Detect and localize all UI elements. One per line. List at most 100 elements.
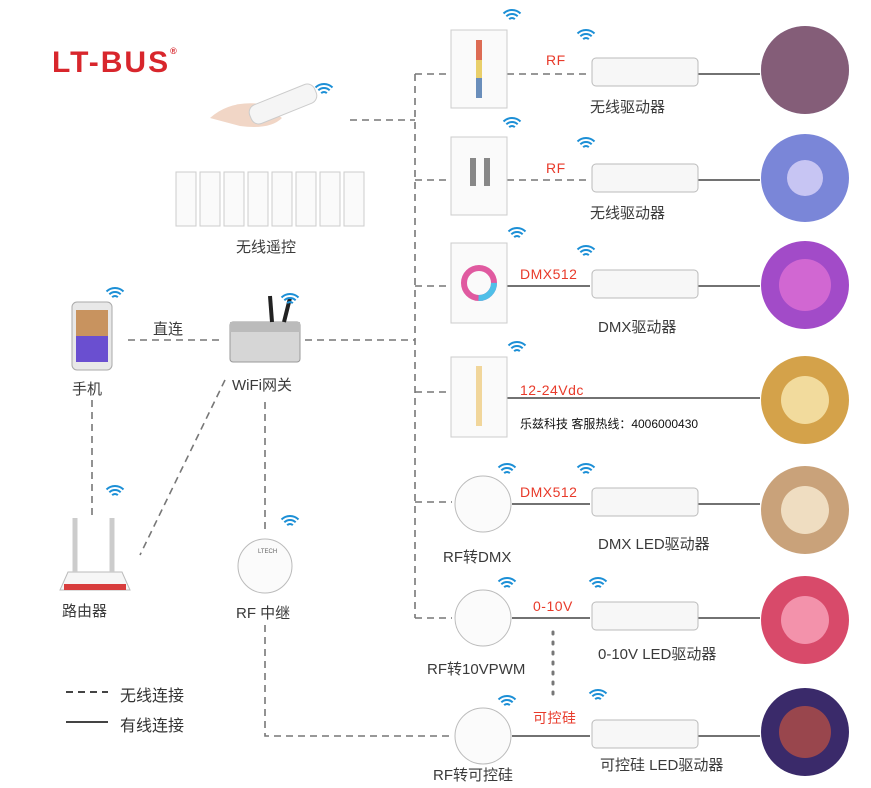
- wifi-arc: [108, 489, 122, 494]
- wifi-icon: [588, 577, 608, 588]
- wifi-arc: [591, 581, 605, 586]
- wifi-arc: [497, 695, 517, 701]
- wifi-icon: [507, 227, 527, 238]
- row3-protocol: DMX512: [520, 266, 578, 282]
- phone-illustration: [71, 301, 113, 371]
- wifi-arc: [505, 121, 519, 126]
- wifi-arc: [576, 29, 596, 35]
- wifi-arc: [314, 83, 334, 89]
- logo-mark: ®: [170, 46, 179, 56]
- wifi-arc: [582, 253, 590, 256]
- router-label: 路由器: [62, 603, 108, 620]
- connection-lines: [91, 73, 760, 737]
- wifi-arc: [510, 345, 524, 350]
- wifi-arc: [280, 293, 300, 299]
- row6-protocol: 0-10V: [533, 598, 573, 614]
- wifi-gateway-illustration: [229, 295, 301, 363]
- wifi-arc: [503, 703, 511, 706]
- row7-driver-label: 可控硅 LED驱动器: [600, 757, 724, 774]
- row2-protocol: RF: [546, 160, 566, 176]
- row1-protocol: RF: [546, 52, 566, 68]
- wifi-arc: [105, 287, 125, 293]
- wifi-arc: [582, 145, 590, 148]
- wifi-arc: [497, 463, 517, 469]
- wifi-arc: [500, 581, 514, 586]
- wifi-arc: [286, 523, 294, 526]
- wifi-arc: [579, 249, 593, 254]
- wifi-arc: [579, 33, 593, 38]
- wifi-arc: [513, 235, 521, 238]
- wifi-arc: [508, 125, 516, 128]
- wifi-icon: [588, 689, 608, 700]
- wifi-arc: [588, 689, 608, 695]
- logo-text: LT-BUS: [52, 46, 171, 79]
- wifi-arc: [500, 699, 514, 704]
- wifi-arc: [111, 493, 119, 496]
- wifi-icon: [497, 577, 517, 588]
- wifi-arc: [503, 585, 511, 588]
- row4-protocol: 12-24Vdc: [520, 382, 584, 398]
- direct-link-label: 直连: [153, 321, 184, 338]
- touch-panel-2: [450, 136, 508, 216]
- wifi-arc: [283, 297, 297, 302]
- wifi-arc: [502, 9, 522, 15]
- wifi-arc: [286, 301, 294, 304]
- wifi-icon: [576, 463, 596, 474]
- wifi-icon: [497, 463, 517, 474]
- rf-controller-devices: [454, 475, 512, 765]
- wifi-arc: [594, 585, 602, 588]
- repeater-label: RF 中继: [236, 605, 291, 622]
- wifi-arc: [582, 37, 590, 40]
- wifi-arc: [317, 87, 331, 92]
- rf-repeater-illustration: LTECH: [237, 538, 293, 594]
- legend-lines: [66, 691, 108, 723]
- gateway-label: WiFi网关: [232, 377, 292, 394]
- wifi-icon: [502, 9, 522, 20]
- svg-text:LTECH: LTECH: [258, 549, 277, 555]
- wifi-icon: [280, 515, 300, 526]
- touch-panel-1: [450, 29, 508, 109]
- wifi-signal-icons: [105, 9, 608, 706]
- wifi-icon: [507, 341, 527, 352]
- wifi-icon: [314, 83, 334, 94]
- wifi-icon: [105, 287, 125, 298]
- row6-controller-label: RF转10VPWM: [427, 661, 526, 678]
- remote-label: 无线遥控: [236, 239, 297, 256]
- wifi-arc: [591, 693, 605, 698]
- wifi-arc: [513, 349, 521, 352]
- legend-wireless: 无线连接: [120, 688, 185, 705]
- wifi-arc: [111, 295, 119, 298]
- wifi-icon: [576, 29, 596, 40]
- router-illustration: [59, 518, 131, 591]
- wifi-arc: [507, 341, 527, 347]
- wifi-icon: [576, 137, 596, 148]
- wifi-arc: [283, 519, 297, 524]
- lt-bus-logo: LT-BUS®: [52, 46, 179, 80]
- wifi-arc: [500, 467, 514, 472]
- wifi-arc: [320, 91, 328, 94]
- driver-units: [591, 57, 699, 749]
- wifi-icon: [105, 485, 125, 496]
- legend-wired: 有线连接: [120, 718, 185, 735]
- row7-protocol: 可控硅: [533, 710, 577, 726]
- row6-driver-label: 0-10V LED驱动器: [598, 646, 717, 663]
- wifi-arc: [108, 291, 122, 296]
- wifi-arc: [505, 13, 519, 18]
- wifi-arc: [588, 577, 608, 583]
- wifi-arc: [594, 697, 602, 700]
- wifi-arc: [105, 485, 125, 491]
- wifi-arc: [582, 471, 590, 474]
- wifi-arc: [502, 117, 522, 123]
- wifi-arc: [576, 463, 596, 469]
- wifi-arc: [576, 137, 596, 143]
- wifi-icon: [497, 695, 517, 706]
- wifi-arc: [579, 141, 593, 146]
- wifi-arc: [497, 577, 517, 583]
- wifi-arc: [280, 515, 300, 521]
- row5-driver-label: DMX LED驱动器: [598, 536, 710, 553]
- wifi-arc: [507, 227, 527, 233]
- row3-driver-label: DMX驱动器: [598, 319, 677, 336]
- lighting-scene-photos: [761, 26, 849, 776]
- row2-driver-label: 无线驱动器: [590, 205, 666, 222]
